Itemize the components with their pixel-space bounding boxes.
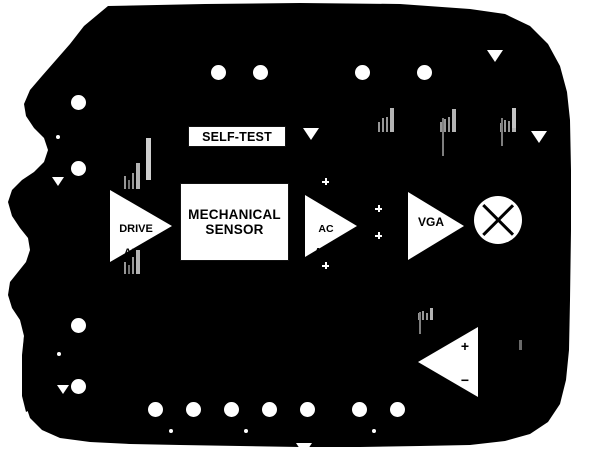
via-pad: [244, 429, 248, 433]
via-pad: [169, 429, 173, 433]
opamp-triangle: [418, 327, 478, 397]
bond-pad[interactable]: [71, 95, 86, 110]
block-demodulator[interactable]: [474, 196, 522, 244]
bond-pad[interactable]: [390, 402, 405, 417]
sensor-label-line2: SENSOR: [205, 222, 264, 237]
block-self-test-label: SELF-TEST: [202, 129, 272, 144]
block-drive-amp-label: DRIVE AMP: [114, 212, 158, 260]
block-vga-label: VGA: [417, 215, 444, 229]
bond-pad[interactable]: [71, 379, 86, 394]
bond-pad[interactable]: [71, 318, 86, 333]
block-mechanical-sensor-label: MECHANICAL SENSOR: [188, 207, 281, 237]
bond-pad[interactable]: [352, 402, 367, 417]
bond-pad[interactable]: [211, 65, 226, 80]
bond-pad[interactable]: [417, 65, 432, 80]
bond-pad[interactable]: [71, 161, 86, 176]
illegible-text-artifact: [440, 106, 456, 156]
bond-pad[interactable]: [300, 402, 315, 417]
illegible-text-artifact: [378, 106, 394, 132]
block-ac-amp-label: AC AMP: [308, 213, 344, 258]
illegible-text-artifact: [146, 138, 151, 180]
drive-amp-label-line1: DRIVE: [119, 222, 153, 235]
illegible-text-artifact: [519, 340, 522, 350]
bond-pad[interactable]: [148, 402, 163, 417]
ground-symbol-icon: [52, 177, 64, 186]
drive-amp-label-line2: AMP: [124, 247, 148, 259]
block-output-opamp[interactable]: + −: [418, 327, 478, 397]
bond-pad[interactable]: [186, 402, 201, 417]
via-pad: [372, 429, 376, 433]
block-self-test[interactable]: SELF-TEST: [188, 126, 286, 147]
sensor-label-line1: MECHANICAL: [188, 206, 281, 222]
opamp-minus-input-label: −: [460, 372, 469, 388]
bond-pad[interactable]: [224, 402, 239, 417]
node-marker: [375, 205, 382, 212]
ac-amp-label-line2: AMP: [314, 245, 338, 258]
block-vga[interactable]: VGA: [408, 192, 464, 260]
ground-symbol-icon: [57, 385, 69, 394]
node-marker: [375, 232, 382, 239]
via-pad: [56, 135, 60, 139]
bond-pad[interactable]: [262, 402, 277, 417]
bond-pad[interactable]: [253, 65, 268, 80]
ac-amp-label-line1: AC: [318, 223, 334, 236]
node-marker: [322, 178, 329, 185]
node-marker: [322, 262, 329, 269]
via-pad: [57, 352, 61, 356]
opamp-plus-input-label: +: [460, 338, 469, 354]
block-ac-amp[interactable]: AC AMP: [305, 195, 357, 258]
bond-pad[interactable]: [355, 65, 370, 80]
illegible-text-artifact: [418, 306, 433, 334]
block-mechanical-sensor[interactable]: MECHANICAL SENSOR: [180, 183, 289, 261]
illegible-text-artifact: [512, 108, 516, 128]
illegible-text-artifact: [124, 248, 140, 274]
block-drive-amp[interactable]: DRIVE AMP: [110, 190, 172, 262]
illegible-text-artifact: [124, 163, 140, 189]
